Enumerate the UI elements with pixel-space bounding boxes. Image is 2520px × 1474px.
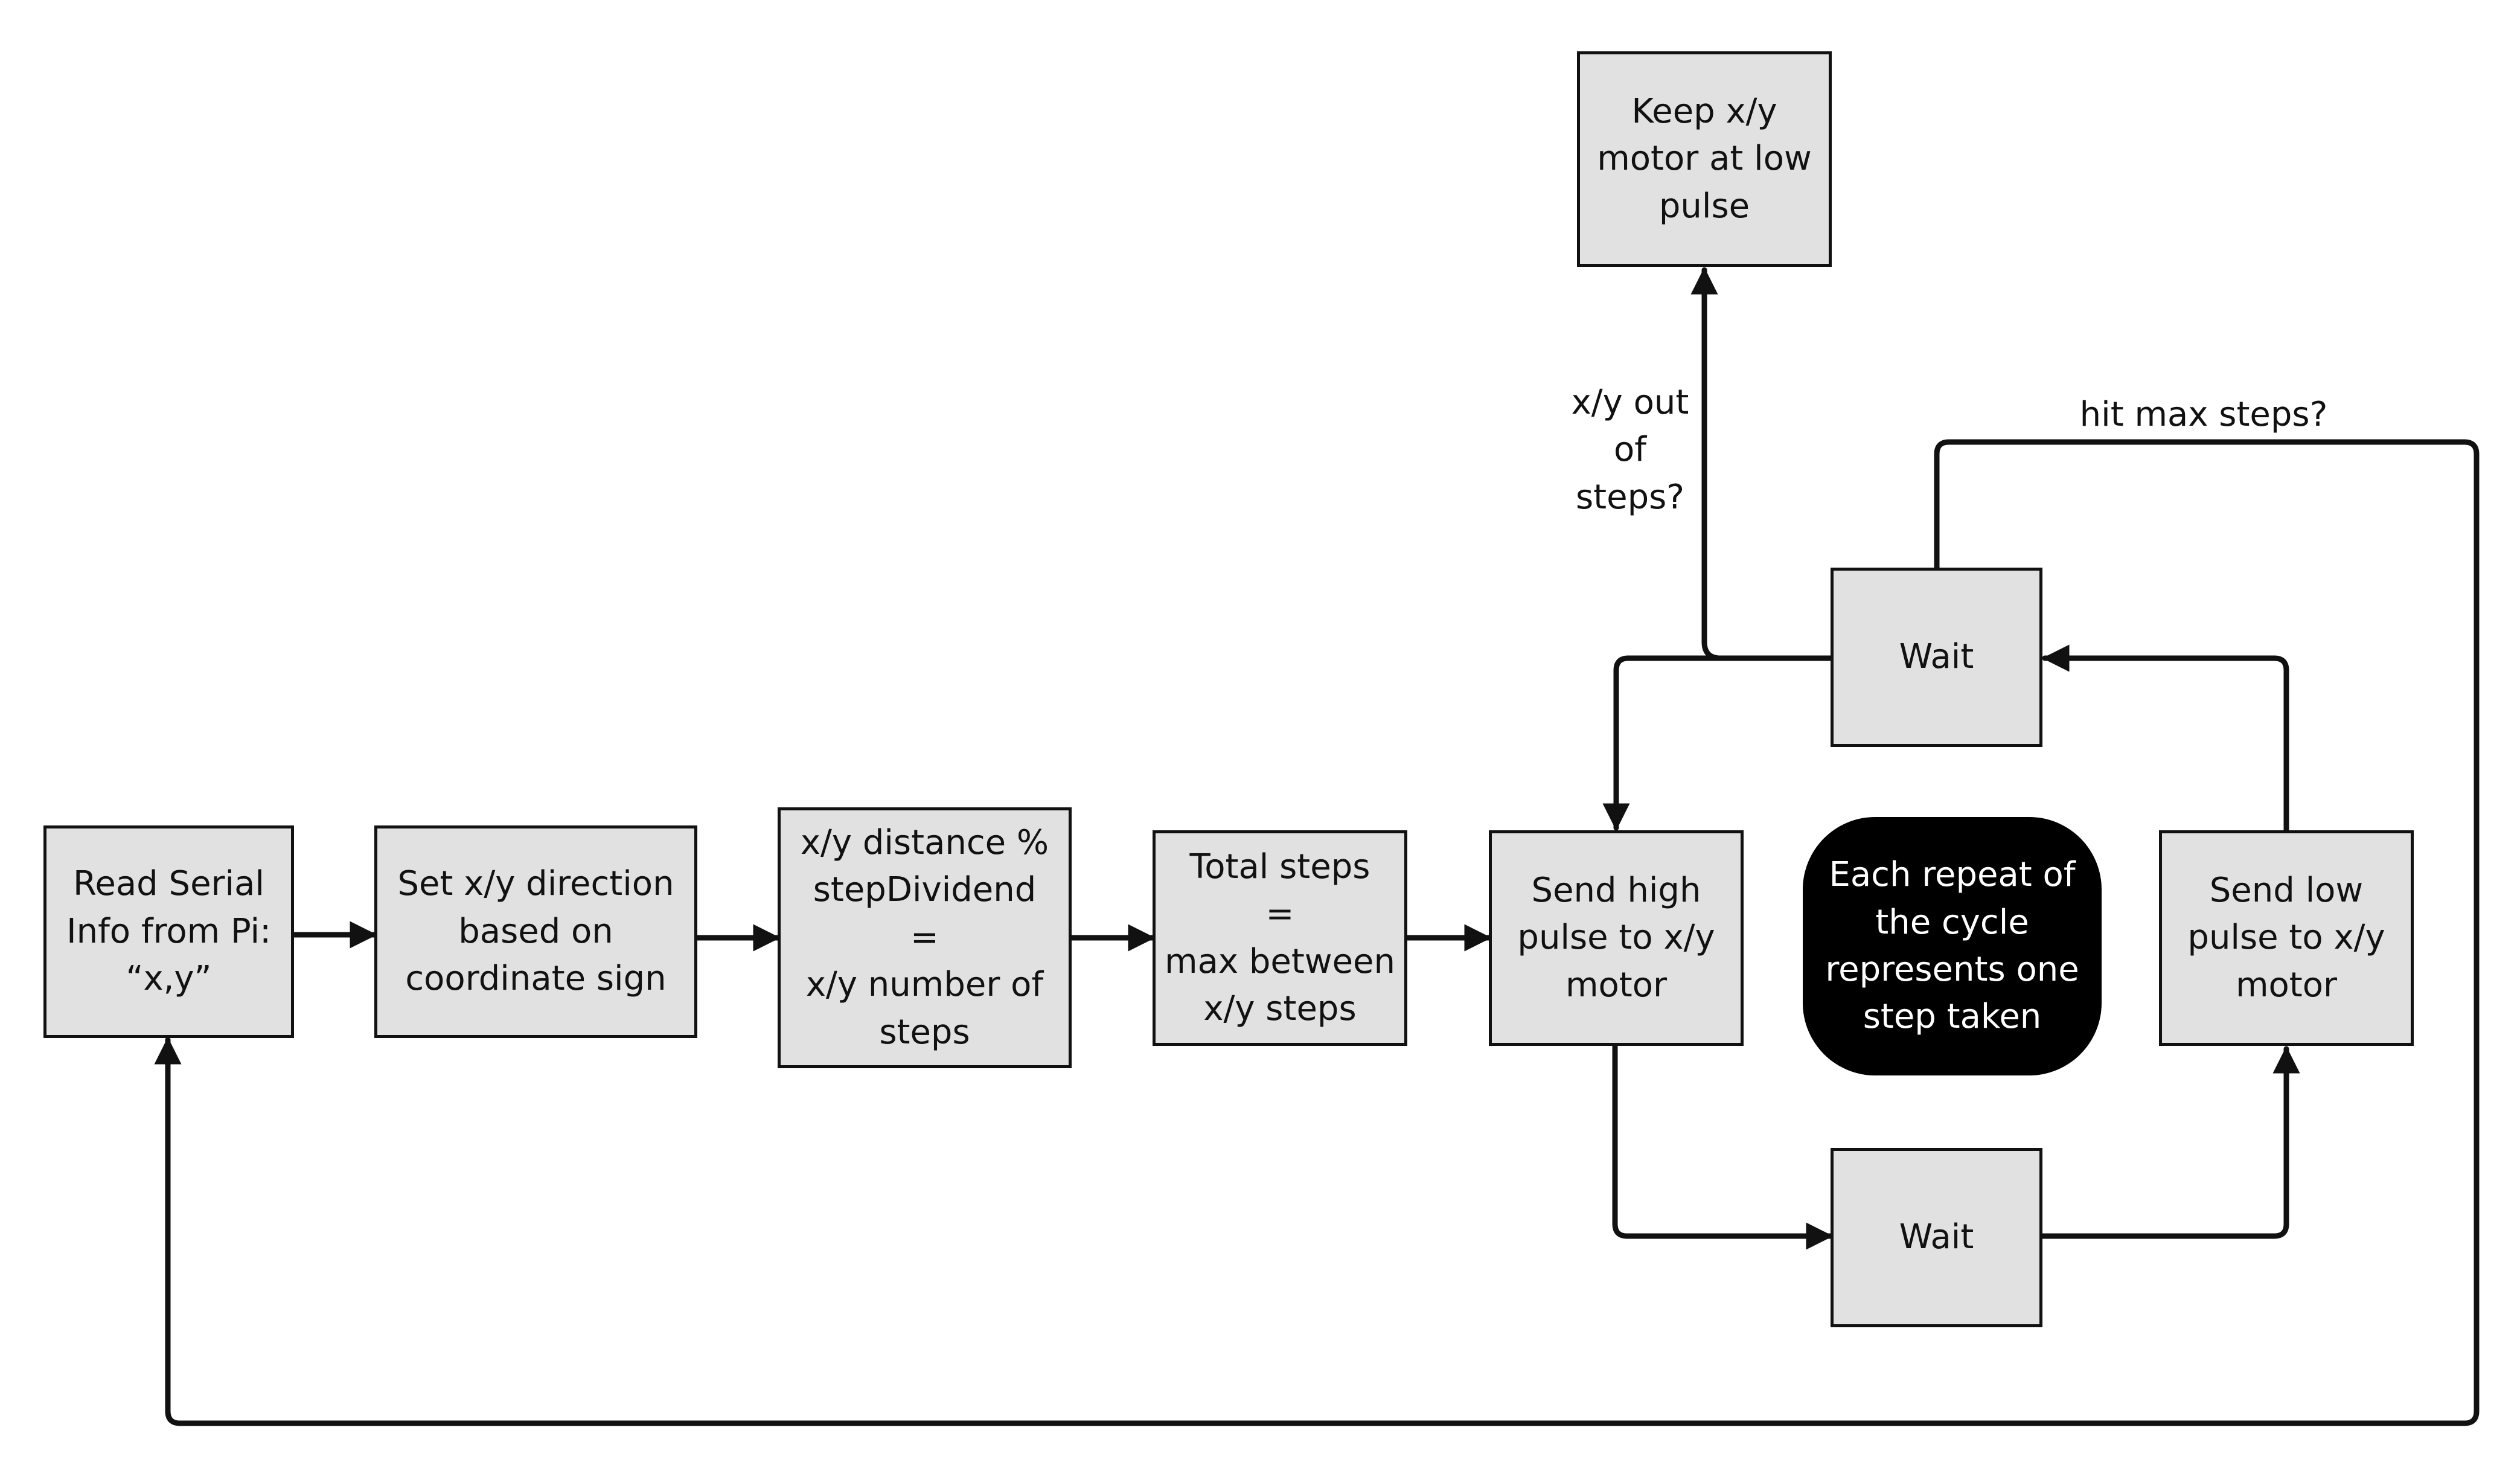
node-keep-low: Keep x/y motor at low pulse xyxy=(1577,51,1832,267)
cycle-note: Each repeat of the cycle represents one … xyxy=(1803,817,2102,1075)
node-wait-bottom: Wait xyxy=(1831,1148,2042,1327)
edge-label-out-of-steps: x/y out of steps? xyxy=(1571,383,1689,517)
node-send-low: Send low pulse to x/y motor xyxy=(2159,830,2414,1046)
node-send-high: Send high pulse to x/y motor xyxy=(1489,830,1744,1046)
node-keep-low-label: Keep x/y motor at low pulse xyxy=(1597,91,1812,226)
node-wait-bottom-label: Wait xyxy=(1899,1217,1974,1257)
node-total-steps: Total steps = max between x/y steps xyxy=(1153,830,1407,1046)
node-distance-mod-label: x/y distance % stepDividend = x/y number… xyxy=(800,823,1049,1052)
arrow-high-to-wait-bottom xyxy=(1612,1043,1834,1250)
node-wait-top-label: Wait xyxy=(1899,637,1974,677)
arrow-low-to-wait-top xyxy=(2042,644,2289,833)
cycle-note-text: Each repeat of the cycle represents one … xyxy=(1825,855,2079,1037)
node-set-direction: Set x/y direction based on coordinate si… xyxy=(374,825,697,1038)
arrow-hit-max-to-read-serial xyxy=(154,439,2480,1426)
arrow-wait-bottom-to-low xyxy=(2039,1046,2300,1239)
node-set-direction-label: Set x/y direction based on coordinate si… xyxy=(397,864,674,999)
node-wait-top: Wait xyxy=(1831,568,2042,747)
node-total-steps-label: Total steps = max between x/y steps xyxy=(1165,847,1395,1028)
node-send-low-label: Send low pulse to x/y motor xyxy=(2187,870,2385,1005)
node-distance-mod: x/y distance % stepDividend = x/y number… xyxy=(778,807,1072,1068)
node-send-high-label: Send high pulse to x/y motor xyxy=(1517,870,1715,1005)
node-read-serial-label: Read Serial Info from Pi: “x,y” xyxy=(66,864,271,999)
node-read-serial: Read Serial Info from Pi: “x,y” xyxy=(43,825,294,1038)
arrow-wait-top-to-high xyxy=(1602,655,1834,831)
arrow-out-of-steps-to-keep-low xyxy=(1690,267,1724,661)
edge-label-hit-max: hit max steps? xyxy=(2079,395,2328,434)
